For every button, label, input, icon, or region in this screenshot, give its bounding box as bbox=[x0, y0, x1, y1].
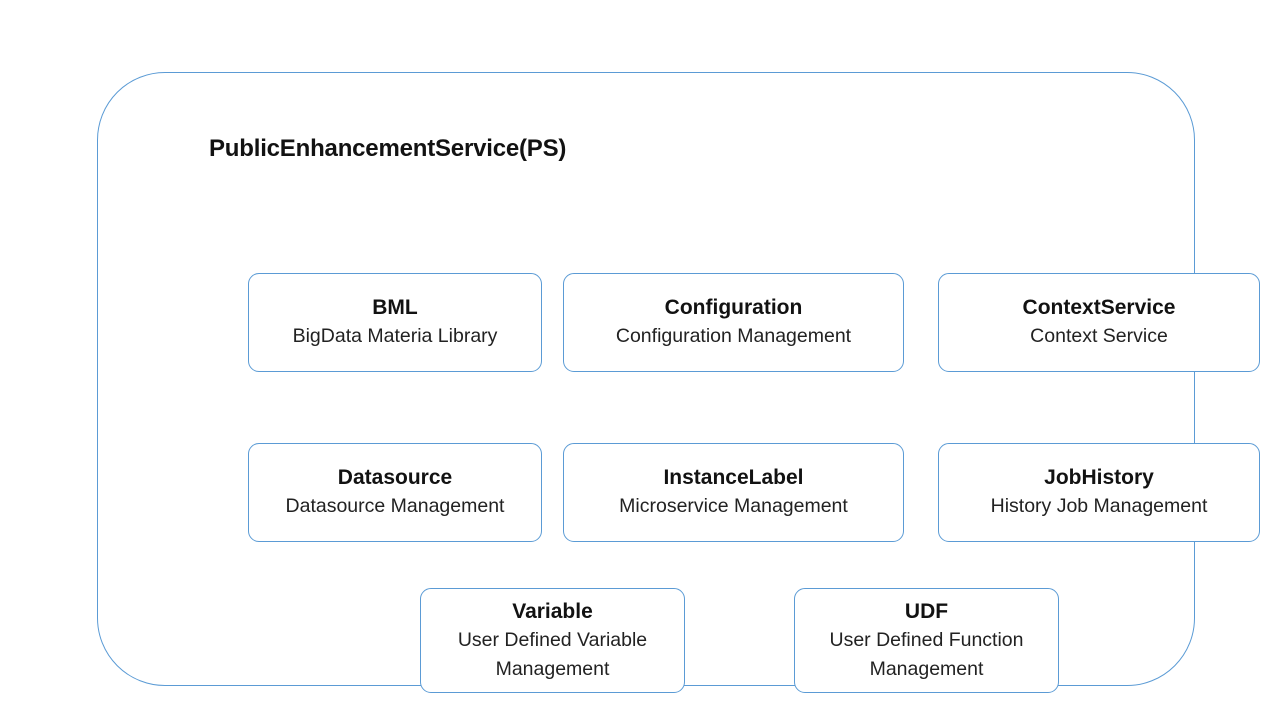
service-card-variable[interactable]: Variable User Defined Variable Managemen… bbox=[420, 588, 685, 693]
service-card-title: BML bbox=[372, 296, 418, 320]
service-card-bml[interactable]: BML BigData Materia Library bbox=[248, 273, 542, 372]
service-card-description: User Defined Variable Management bbox=[457, 629, 648, 680]
service-card-description: History Job Management bbox=[990, 495, 1208, 518]
service-card-title: Configuration bbox=[664, 296, 803, 320]
service-card-datasource[interactable]: Datasource Datasource Management bbox=[248, 443, 542, 542]
service-card-instancelabel[interactable]: InstanceLabel Microservice Management bbox=[563, 443, 904, 542]
service-card-description: User Defined Function Management bbox=[829, 629, 1024, 680]
service-card-jobhistory[interactable]: JobHistory History Job Management bbox=[938, 443, 1260, 542]
public-enhancement-service-container: PublicEnhancementService(PS) BML BigData… bbox=[97, 72, 1260, 693]
service-card-description: Microservice Management bbox=[619, 495, 848, 518]
service-card-udf[interactable]: UDF User Defined Function Management bbox=[794, 588, 1059, 693]
container-title: PublicEnhancementService(PS) bbox=[209, 135, 567, 162]
service-card-description: BigData Materia Library bbox=[292, 325, 498, 348]
service-card-title: ContextService bbox=[1022, 296, 1176, 320]
service-card-description: Configuration Management bbox=[615, 325, 852, 348]
service-card-title: JobHistory bbox=[1044, 466, 1154, 490]
service-card-title: Datasource bbox=[337, 466, 453, 490]
service-card-description: Datasource Management bbox=[285, 495, 505, 518]
service-card-title: InstanceLabel bbox=[663, 466, 804, 490]
service-card-title: Variable bbox=[512, 600, 593, 624]
service-card-contextservice[interactable]: ContextService Context Service bbox=[938, 273, 1260, 372]
service-card-configuration[interactable]: Configuration Configuration Management bbox=[563, 273, 904, 372]
service-card-description: Context Service bbox=[1030, 325, 1168, 348]
service-card-title: UDF bbox=[904, 600, 949, 624]
